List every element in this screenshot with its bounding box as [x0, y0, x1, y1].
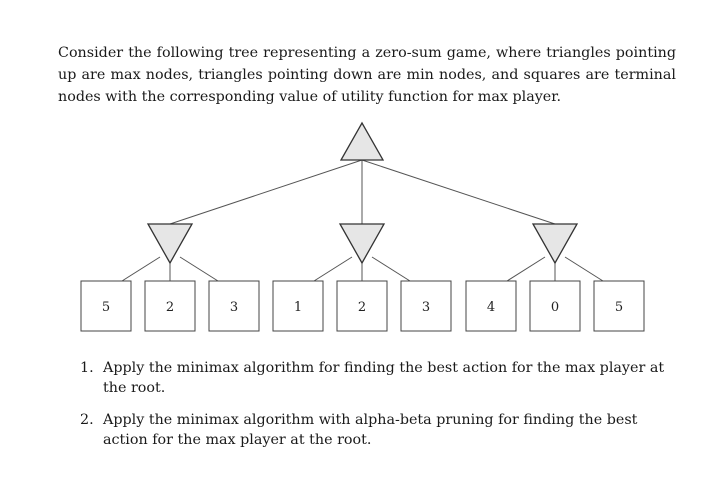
terminal-value-4: 1 — [294, 300, 302, 315]
terminal-node-6 — [400, 280, 452, 332]
terminal-node-8 — [529, 280, 581, 332]
max-node-root — [339, 121, 385, 161]
tree-nodes: 5 2 3 1 2 3 4 0 5 — [80, 121, 645, 332]
terminal-value-5: 2 — [358, 300, 366, 315]
terminal-node-7 — [465, 280, 517, 332]
terminal-node-9 — [593, 280, 645, 332]
edge-min-2-leaf-1 — [313, 256, 353, 282]
edge-min-3-leaf-3 — [564, 256, 604, 282]
terminal-node-1 — [80, 280, 132, 332]
edge-min-2-leaf-3 — [371, 256, 411, 282]
terminal-node-2 — [144, 280, 196, 332]
min-node-2 — [338, 223, 386, 265]
edge-root-min-3 — [361, 159, 556, 225]
terminal-value-3: 3 — [230, 300, 238, 315]
question-list: 1. Apply the minimax algorithm for findi… — [76, 358, 676, 462]
terminal-value-2: 2 — [166, 300, 174, 315]
question-2-text: Apply the minimax algorithm with alpha-b… — [103, 412, 638, 448]
min-node-1 — [146, 223, 194, 265]
terminal-value-8: 0 — [551, 300, 559, 315]
min-node-3 — [531, 223, 579, 265]
terminal-value-9: 5 — [615, 300, 623, 315]
question-1: 1. Apply the minimax algorithm for findi… — [76, 358, 676, 398]
terminal-node-4 — [272, 280, 324, 332]
edge-min-3-leaf-1 — [506, 256, 546, 282]
problem-statement: Consider the following tree representing… — [58, 45, 676, 105]
terminal-value-1: 5 — [102, 300, 110, 315]
terminal-value-7: 4 — [487, 300, 495, 315]
edge-min-1-leaf-1 — [121, 256, 161, 282]
question-2: 2. Apply the minimax algorithm with alph… — [76, 410, 676, 450]
question-1-number: 1. — [80, 360, 94, 376]
terminal-node-3 — [208, 280, 260, 332]
edge-root-min-1 — [169, 159, 363, 225]
edge-min-1-leaf-3 — [179, 256, 219, 282]
terminal-value-6: 3 — [422, 300, 430, 315]
question-1-text: Apply the minimax algorithm for finding … — [103, 360, 665, 396]
terminal-node-5 — [336, 280, 388, 332]
question-2-number: 2. — [80, 412, 94, 428]
